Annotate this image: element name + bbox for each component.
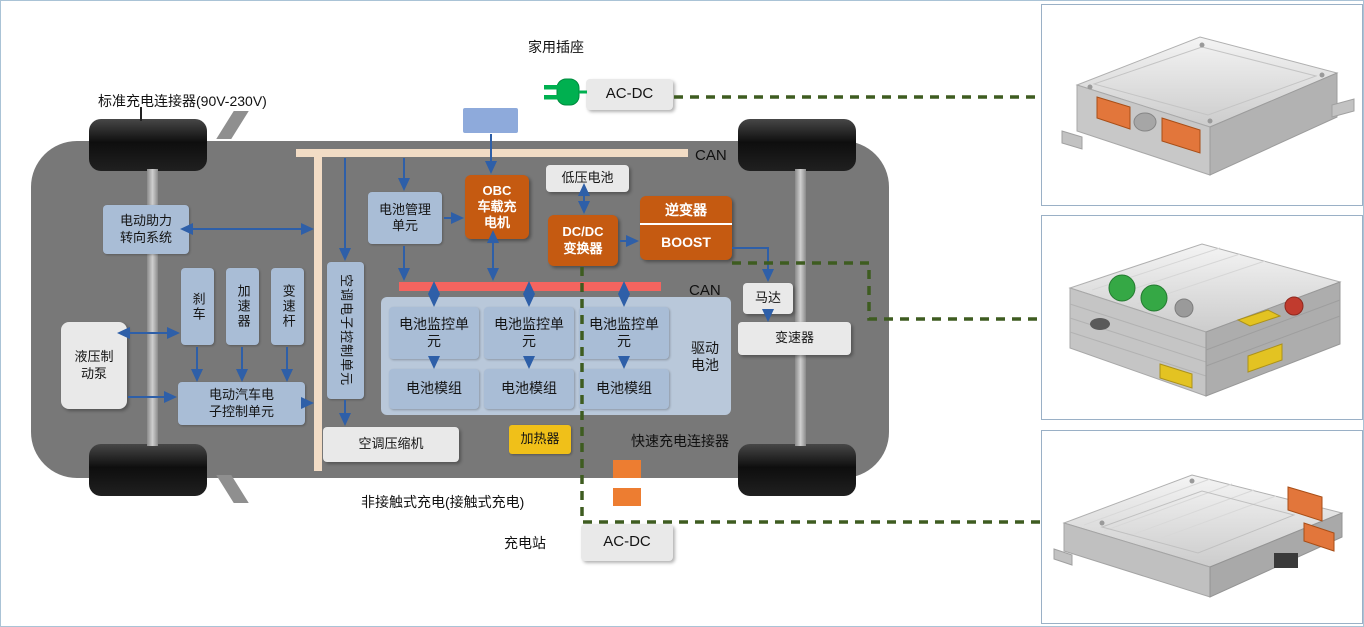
charge-inlet-connector [463,108,518,133]
acdc-top-box: AC-DC [586,79,673,110]
acdc-bottom-box: AC-DC [581,524,673,561]
photo-inverter-module [1041,215,1363,420]
side-mirror-top [216,111,249,139]
obc-unit: OBC 车载充 电机 [465,175,529,239]
drive-battery-label: 驱动 电池 [691,339,719,374]
can-label-mid: CAN [689,282,721,299]
transmission-unit: 变速器 [738,322,851,355]
heater-unit: 加热器 [509,425,571,454]
can-label-top: CAN [695,147,727,164]
photo-dcdc-module [1041,430,1363,624]
fast-charge-pad-2 [613,488,641,506]
standard-connector-label: 标准充电连接器(90V-230V) [98,93,267,109]
wheel-front-left [89,119,207,171]
bms-unit: 电池管理 单元 [368,192,442,244]
charge-station-label: 充电站 [504,535,546,551]
can-bus-bar [399,282,661,291]
dcdc-converter: DC/DC 变换器 [548,215,618,266]
power-bus-vertical [314,149,322,471]
wheel-rear-left [89,444,207,496]
ac-ecu-label: 空调电子控制单元 [338,274,354,387]
battery-monitor-2: 电池监控单 元 [484,307,574,359]
wheel-front-right [738,119,856,171]
gear-lever-unit: 变速杆 [271,268,304,345]
obc-module-illustration [1061,36,1355,176]
ac-ecu-unit: 空调电子控制单元 [327,262,364,399]
battery-module-3: 电池模组 [579,369,669,409]
brake-unit: 刹车 [181,268,214,345]
ev-ecu-unit: 电动汽车电 子控制单元 [178,382,305,425]
front-axle [147,169,158,446]
accelerator-unit: 加速器 [226,268,259,345]
dcdc-module-illustration [1053,474,1344,598]
eps-unit: 电动助力 转向系统 [103,205,189,254]
home-socket-label: 家用插座 [528,39,584,55]
hydraulic-brake-pump: 液压制 动泵 [61,322,127,409]
fast-connector-label: 快速充电连接器 [631,433,729,449]
boost-label: BOOST [661,233,711,250]
low-voltage-battery: 低压电池 [546,165,629,192]
battery-module-2: 电池模组 [484,369,574,409]
motor-unit: 马达 [743,283,793,314]
fast-charge-pad-1 [613,460,641,478]
inverter-module-illustration [1068,243,1342,397]
connector-pointer-line [140,107,142,121]
wheel-rear-right [738,444,856,496]
battery-monitor-3: 电池监控单 元 [579,307,669,359]
rear-axle [795,169,806,446]
battery-monitor-1: 电池监控单 元 [389,307,479,359]
battery-module-1: 电池模组 [389,369,479,409]
contactless-charge-label: 非接触式充电(接触式充电) [361,494,525,510]
ac-compressor-unit: 空调压缩机 [323,427,459,462]
plug-icon [544,78,587,106]
power-bus-horizontal [296,149,688,157]
inverter-boost-unit: 逆变器 BOOST [640,196,732,260]
inverter-label: 逆变器 [640,196,732,225]
side-mirror-bottom [216,475,249,503]
photo-obc-module [1041,4,1363,206]
